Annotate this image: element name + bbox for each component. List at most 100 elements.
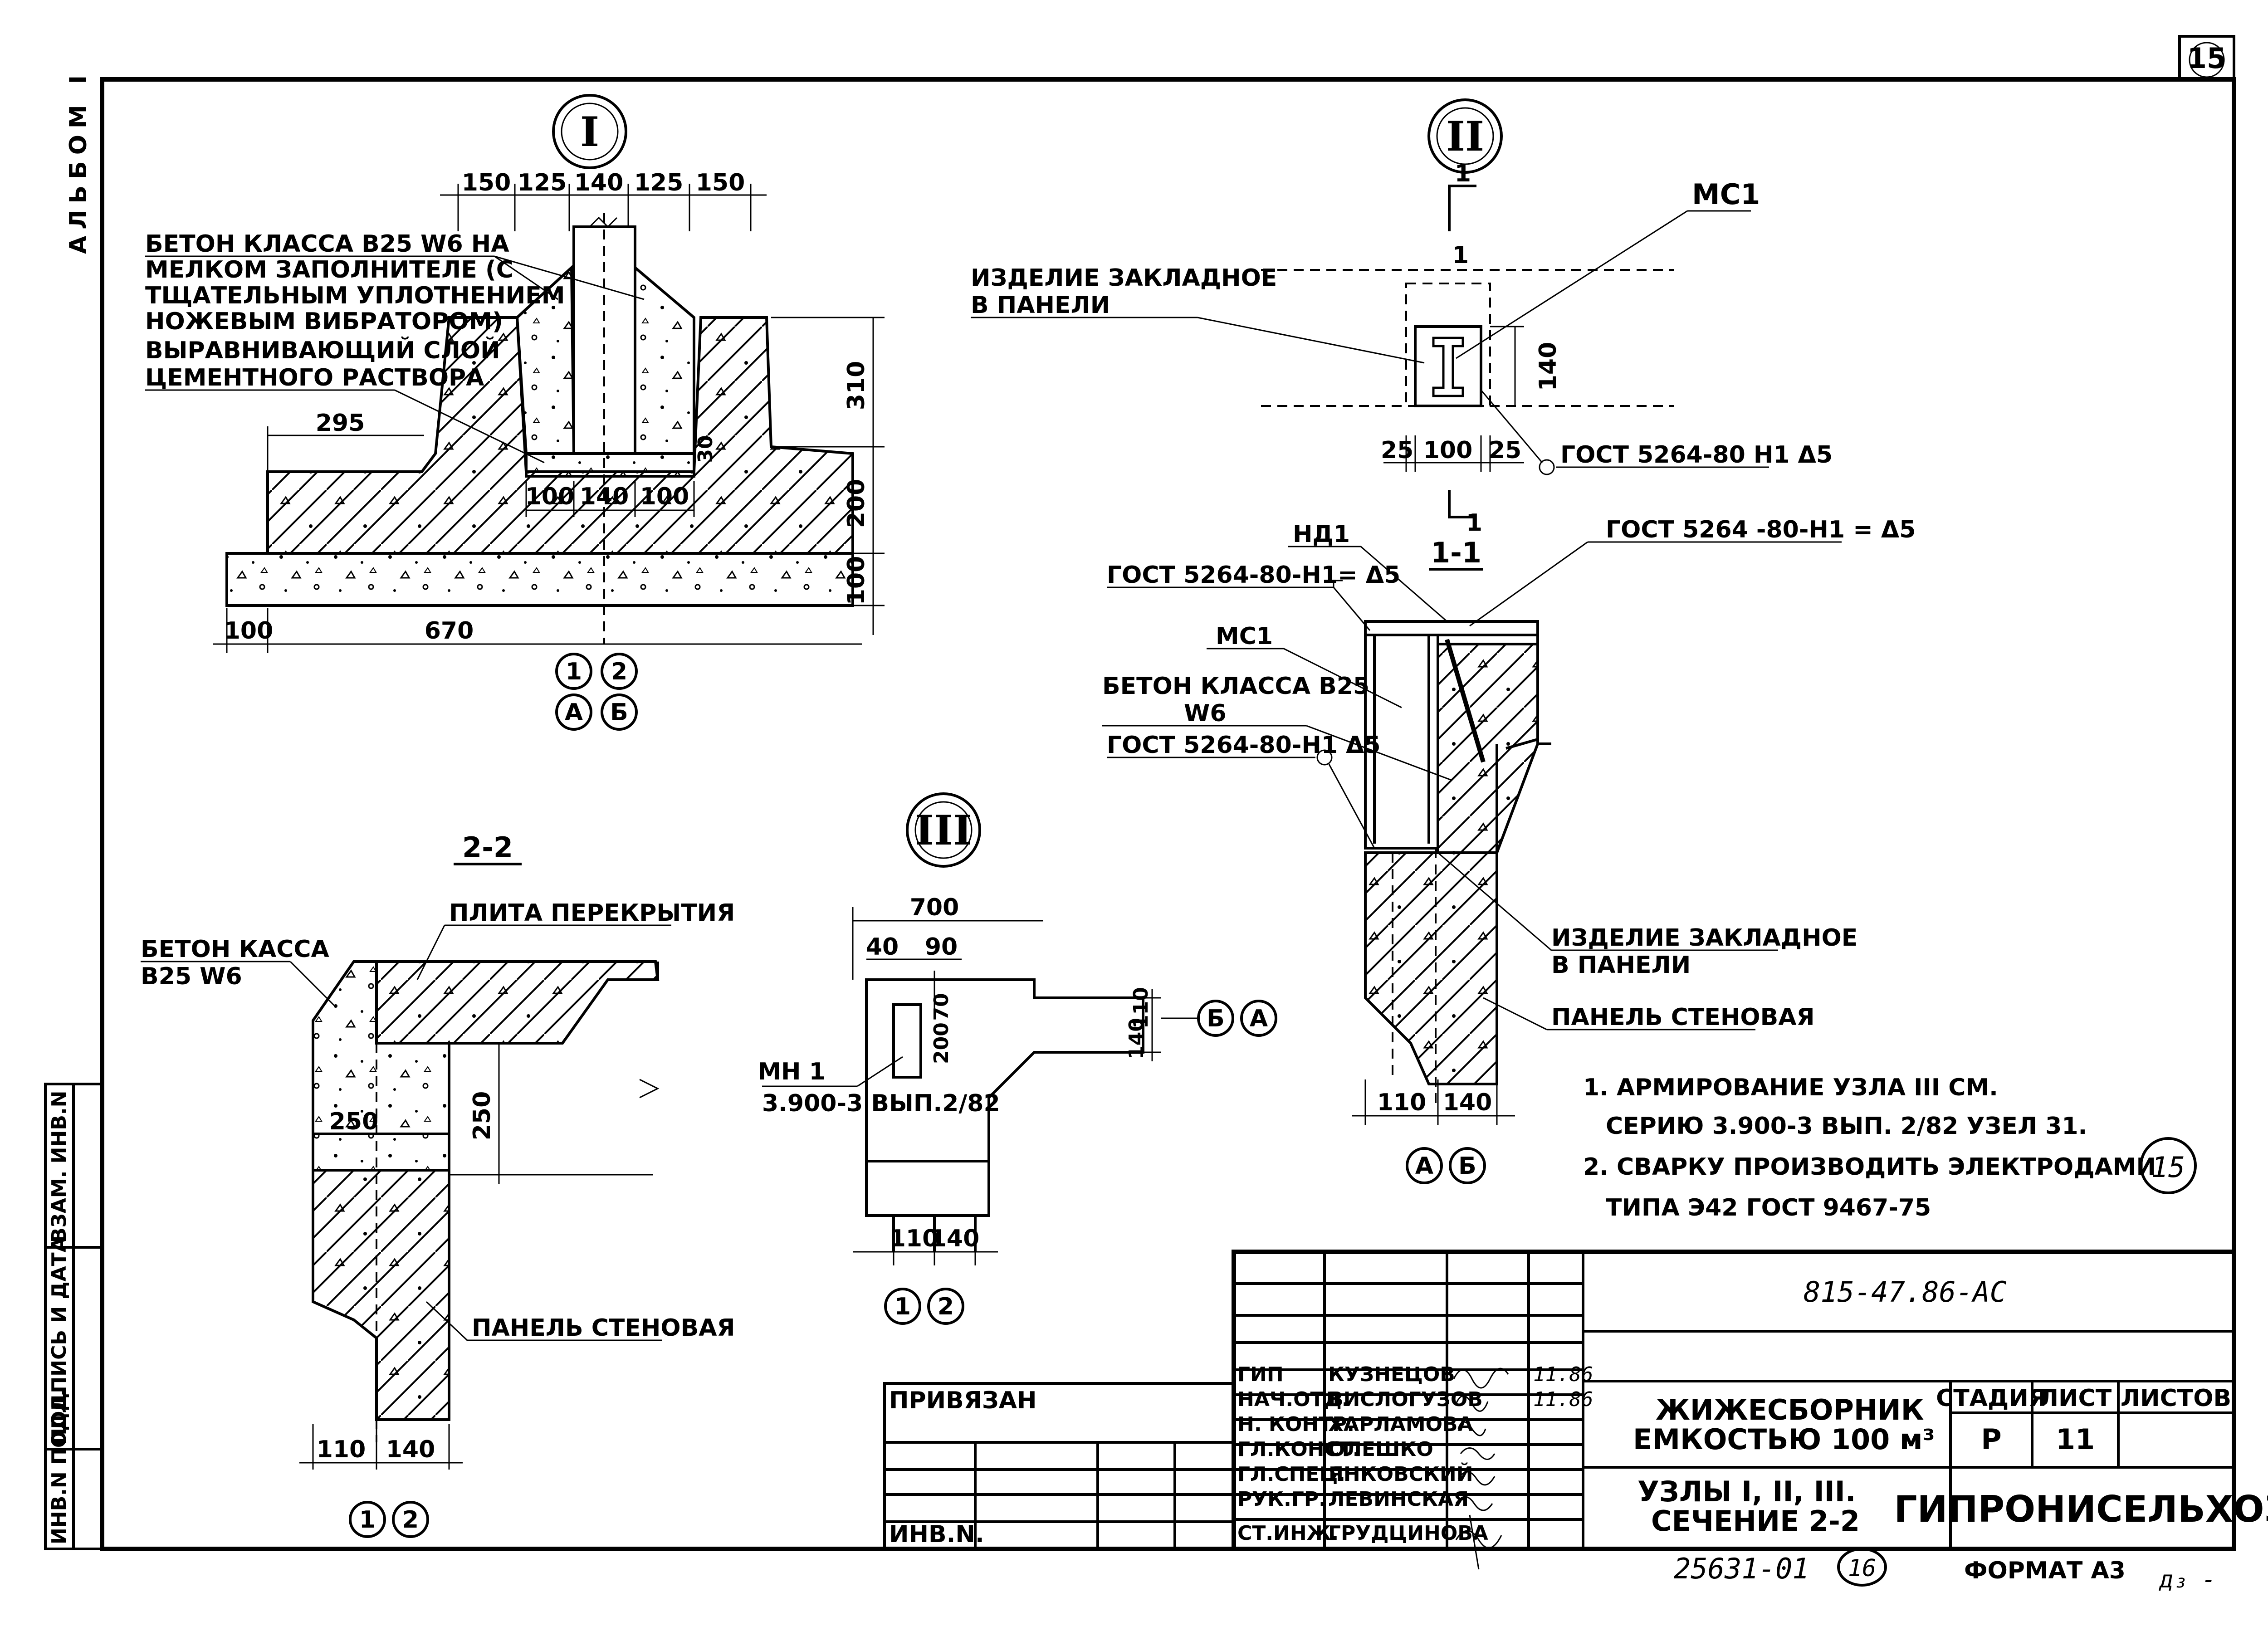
node-1-title: I xyxy=(580,108,599,156)
role-nach-otd: НАЧ.ОТД. xyxy=(1237,1388,1349,1411)
stamp-podpis-data: ПОДПИСЬ И ДАТА xyxy=(48,1237,71,1445)
axis-1: 1 xyxy=(566,658,582,685)
node-3-dim-140: 140 xyxy=(1125,1018,1148,1060)
sheet-header: ЛИСТ xyxy=(2039,1385,2112,1412)
node-1-dim-100-right: 100 xyxy=(843,556,870,606)
privyazan-label: ПРИВЯЗАН xyxy=(889,1387,1037,1414)
date-nach-otd: 11.86 xyxy=(1533,1388,1593,1411)
axis-2: 2 xyxy=(611,658,627,685)
role-gl-konst: ГЛ.КОНСТ. xyxy=(1237,1438,1360,1461)
node-2-gost: ГОСТ 5264-80 Н1 Δ5 xyxy=(1560,441,1833,469)
node-1-note1-line2: МЕЛКОМ ЗАПОЛНИТЕЛЕ (С xyxy=(145,256,513,283)
doc-code: 815-47.86-АС xyxy=(1804,1275,2007,1309)
role-gip: ГИП xyxy=(1237,1363,1284,1386)
node-3-mn1 xyxy=(892,1003,922,1079)
section-2-2-wall-panel xyxy=(312,1169,450,1421)
sheet-title-line2: СЕЧЕНИЕ 2-2 xyxy=(1651,1504,1860,1538)
node-1-marker xyxy=(552,94,627,169)
organization: ГИПРОНИСЕЛЬХОЗ xyxy=(1894,1488,2268,1530)
node-2-marker xyxy=(1427,98,1503,174)
section-2-2-dim-250a: 250 xyxy=(329,1108,379,1135)
section-2-2-title: 2-2 xyxy=(462,831,513,864)
node-3-dim-200: 200 xyxy=(930,1022,953,1064)
stage-header: СТАДИЯ xyxy=(1936,1385,2047,1412)
node-1-dim-200: 200 xyxy=(843,479,870,528)
node-1-dim-295: 295 xyxy=(316,410,365,437)
node-3-dim-110b: 110 xyxy=(890,1225,939,1252)
section-1-1-title: 1-1 xyxy=(1431,536,1481,569)
name-oleshko: ОЛЕШКО xyxy=(1328,1438,1433,1461)
node-1-dim-125b: 125 xyxy=(634,169,684,196)
section-1-1-gost-mid: ГОСТ 5264-80-Н1 Δ5 xyxy=(1107,732,1381,759)
section-1-1-axis-b: Б xyxy=(1458,1153,1476,1180)
node-2-mc1-plate xyxy=(1414,325,1482,407)
object-title-line2: ЕМКОСТЬЮ 100 м³ xyxy=(1633,1423,1935,1456)
node-3-axis-2: 2 xyxy=(938,1293,954,1320)
section-2-2-dim-250b: 250 xyxy=(469,1091,496,1141)
node-3-dim-90: 90 xyxy=(925,933,958,961)
node-2-cut-label: 1 xyxy=(1455,160,1471,187)
section-2-2-concrete-line2: В25 W6 xyxy=(141,963,242,990)
node-3-dim-140b: 140 xyxy=(930,1225,980,1252)
title-block: ПРИВЯЗАН ИНВ.N. ГИП НАЧ.ОТД. Н. КОНТР. Г… xyxy=(883,1250,2268,1570)
section-2-2-dim-140: 140 xyxy=(386,1436,435,1463)
axis-a: А xyxy=(565,699,583,726)
node-1-dim-150b: 150 xyxy=(696,169,745,196)
circled-mark-text: 15 xyxy=(2151,1151,2185,1184)
role-ruk-gr: РУК.ГР. xyxy=(1237,1488,1326,1511)
section-1-1-gost-left: ГОСТ 5264-80-Н1= Δ5 xyxy=(1107,562,1400,589)
section-2-2-dim-110: 110 xyxy=(317,1436,366,1463)
node-1-concrete-right xyxy=(634,264,695,455)
name-kharlamova: ХАРЛАМОВА xyxy=(1328,1413,1473,1436)
stage-value: Р xyxy=(1981,1423,2001,1456)
corner-scribble: д₃ - xyxy=(2159,1566,2216,1593)
note-2-line1: 2. СВАРКУ ПРОИЗВОДИТЬ ЭЛЕКТРОДАМИ xyxy=(1583,1153,2156,1181)
node-1-dim-125a: 125 xyxy=(518,169,567,196)
section-1-1-axis-a: А xyxy=(1415,1153,1433,1180)
sheet-title-line1: УЗЛЫ I, II, III. xyxy=(1637,1475,1856,1508)
circled-sheet-mark: 15 xyxy=(2140,1137,2197,1194)
node-1-panel xyxy=(572,225,636,455)
node-1-axes: 1 2 А Б xyxy=(555,653,638,731)
node-1-note1-line3: ТЩАТЕЛЬНЫМ УПЛОТНЕНИЕМ xyxy=(145,282,565,309)
section-1-1-concrete-line1: БЕТОН КЛАССА В25 xyxy=(1102,673,1369,700)
node-3-outline xyxy=(865,978,1144,1217)
section-1-1-mc1 xyxy=(1364,634,1439,850)
name-yankovsky: ЯНКОВСКИЙ xyxy=(1328,1462,1473,1486)
section-2-2-axis-1: 1 xyxy=(359,1506,376,1533)
node-1-dim-30: 30 xyxy=(694,435,717,463)
section-2-2-concrete-line1: БЕТОН КАССА xyxy=(141,936,329,963)
section-1-1-embed-line1: ИЗДЕЛИЕ ЗАКЛАДНОЕ xyxy=(1551,924,1857,952)
node-2-cut-top: 1 xyxy=(1452,242,1469,269)
role-gl-spec: ГЛ.СПЕЦ. xyxy=(1237,1463,1345,1486)
node-1-dim-310: 310 xyxy=(843,361,870,410)
node-1-note1-line4: НОЖЕВЫМ ВИБРАТОРОМ) xyxy=(145,308,503,335)
section-2-2-slab xyxy=(375,960,660,1045)
section-1-1-dim-140: 140 xyxy=(1443,1089,1492,1116)
section-1-1-embed-line2: В ПАНЕЛИ xyxy=(1551,952,1691,979)
node-2: II 1 1 1 МС1 ИЗДЕЛИЕ ЗАКЛАДНОЕ В ПАНЕЛИ … xyxy=(971,98,1833,537)
node-1-dim-100: 100 xyxy=(224,617,274,645)
bottom-circle-number: 16 xyxy=(1848,1555,1877,1582)
node-2-embed-line1: ИЗДЕЛИЕ ЗАКЛАДНОЕ xyxy=(971,264,1277,292)
node-2-title: II xyxy=(1446,112,1484,161)
section-1-1-concrete-line2: W6 xyxy=(1184,700,1227,727)
section-2-2-panel: ПАНЕЛЬ СТЕНОВАЯ xyxy=(472,1314,735,1342)
stamp-vzam-inv: ВЗАМ. ИНВ.N xyxy=(48,1091,71,1243)
node-2-cut-bottom: 1 xyxy=(1466,509,1482,537)
axis-b: Б xyxy=(610,699,628,726)
name-levinskaya: ЛЕВИНСКАЯ xyxy=(1328,1488,1469,1511)
section-1-1: 1-1 НД1 ГОСТ 5264 -80-Н1 = Δ5 ГОСТ 5264-… xyxy=(1102,516,1916,1184)
node-1-dim-100b: 100 xyxy=(640,483,689,510)
date-gip: 11.86 xyxy=(1533,1363,1593,1386)
node-2-embed-line2: В ПАНЕЛИ xyxy=(971,292,1110,319)
section-1-1-panel: ПАНЕЛЬ СТЕНОВАЯ xyxy=(1551,1004,1815,1031)
node-3-axis-1: 1 xyxy=(894,1293,911,1320)
node-3-dim-110: 110 xyxy=(1129,987,1153,1029)
node-3-dim-40: 40 xyxy=(866,933,899,961)
section-2-2-concrete xyxy=(312,960,450,1135)
side-stamp: ИНВ.N ПОДЛ. ПОДПИСЬ И ДАТА ВЗАМ. ИНВ.N xyxy=(44,1083,103,1550)
node-2-mc1: МС1 xyxy=(1692,178,1760,211)
